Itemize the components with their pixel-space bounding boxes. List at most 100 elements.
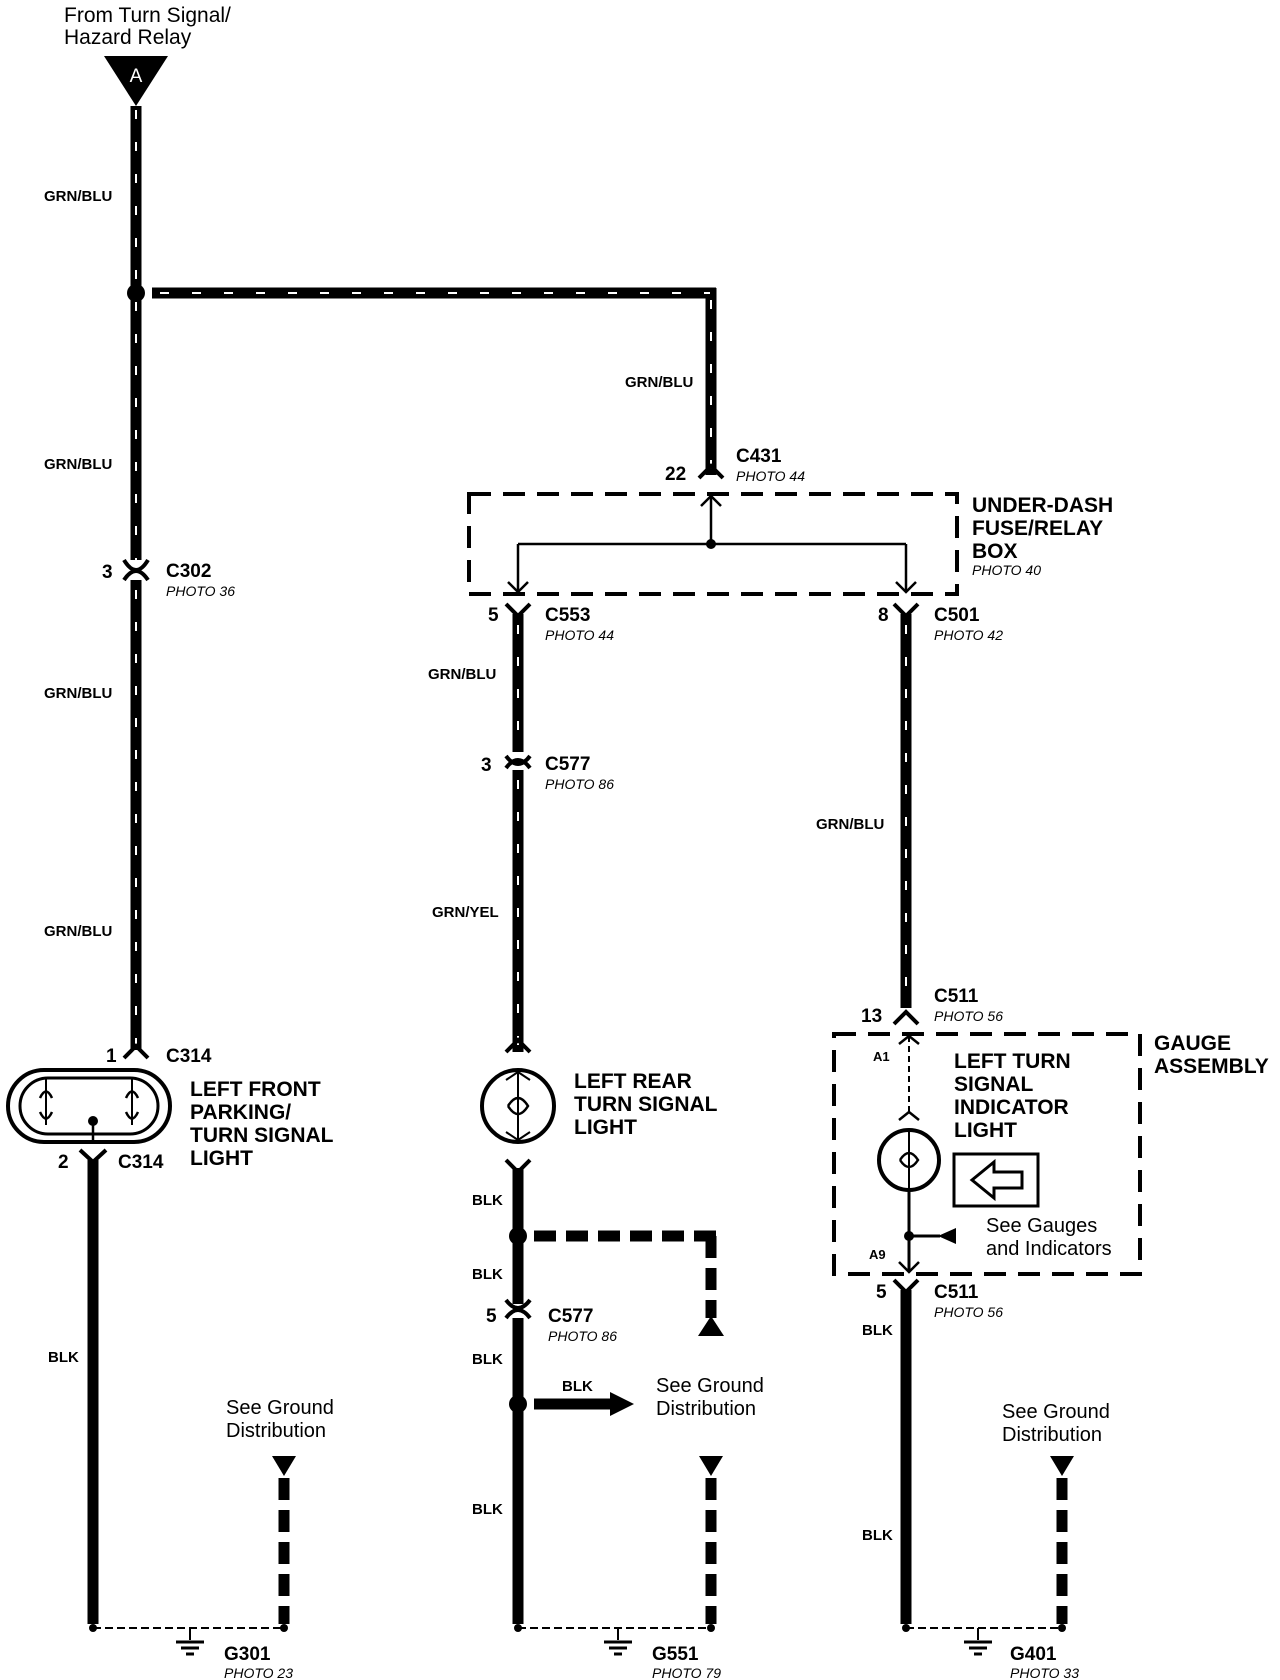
ground-g551-symbol — [514, 1624, 715, 1656]
connector-c577b-symbol-lower — [504, 1308, 532, 1320]
indicator-line4: LIGHT — [954, 1119, 1017, 1142]
c553-photo: PHOTO 44 — [545, 627, 614, 643]
source-marker-letter: A — [130, 66, 143, 87]
connector-c511-top-symbol — [892, 1009, 920, 1026]
wire-label-9: BLK — [48, 1349, 79, 1366]
wire-label-16: BLK — [862, 1527, 893, 1544]
c314b-name: C314 — [118, 1152, 164, 1173]
splice-middle-lower — [509, 1395, 527, 1413]
source-label-line1: From Turn Signal/ — [64, 4, 231, 27]
indicator-light-symbol — [877, 1128, 941, 1192]
c511b-pin: 5 — [876, 1282, 887, 1303]
connector-c314-top-symbol — [122, 1043, 150, 1060]
branch-upper-arrow — [698, 1316, 724, 1336]
front-light-line3: TURN SIGNAL — [190, 1124, 334, 1147]
c314a-pin: 1 — [106, 1046, 117, 1067]
c577a-pin: 3 — [481, 755, 492, 776]
fuse-box-outline — [467, 492, 959, 596]
ground-ref3-arrow — [1050, 1456, 1074, 1476]
rear-light-line3: LIGHT — [574, 1116, 637, 1139]
c577b-photo: PHOTO 86 — [548, 1328, 617, 1344]
c314b-pin: 2 — [58, 1152, 69, 1173]
splice-left — [127, 284, 145, 302]
wire-label-4: GRN/BLU — [44, 685, 112, 702]
fuse-box-line1: UNDER-DASH — [972, 494, 1113, 517]
c302-pin: 3 — [102, 562, 113, 583]
wire-label-11: BLK — [472, 1266, 503, 1283]
c431-pin: 22 — [665, 464, 686, 485]
wire-label-15: BLK — [862, 1322, 893, 1339]
wire-label-13: BLK — [562, 1378, 593, 1395]
c577a-photo: PHOTO 86 — [545, 776, 614, 792]
c511a-photo: PHOTO 56 — [934, 1008, 1003, 1024]
ground-g401-symbol — [902, 1624, 1066, 1656]
c501-photo: PHOTO 42 — [934, 627, 1003, 643]
ground-ref3-line1: See Ground — [1002, 1401, 1110, 1423]
wire-label-3: GRN/BLU — [625, 374, 693, 391]
ground-ref1-line1: See Ground — [226, 1397, 334, 1419]
c511b-name: C511 — [934, 1282, 979, 1303]
ground-ref1-line2: Distribution — [226, 1420, 326, 1442]
rear-light-top-connector — [504, 1037, 532, 1054]
indicator-line1: LEFT TURN — [954, 1050, 1071, 1073]
connector-c577a-symbol-lower — [504, 754, 532, 766]
rear-light-line2: TURN SIGNAL — [574, 1093, 718, 1116]
ground-ref3-line2: Distribution — [1002, 1424, 1102, 1446]
c577b-name: C577 — [548, 1306, 593, 1327]
source-triangle-marker — [104, 56, 168, 106]
connector-c431-symbol — [697, 463, 725, 480]
gauges-ref-line1: See Gauges — [986, 1215, 1097, 1237]
ground-ref2-arrow — [699, 1456, 723, 1476]
wire-label-5: GRN/BLU — [44, 923, 112, 940]
wire-middle-branch-upper — [534, 1230, 717, 1318]
rear-light-line1: LEFT REAR — [574, 1070, 692, 1093]
c553-name: C553 — [545, 605, 590, 626]
front-light-line4: LIGHT — [190, 1147, 253, 1170]
ground-ref2-line1: See Ground — [656, 1375, 764, 1397]
g401-name: G401 — [1010, 1644, 1057, 1665]
g551-photo: PHOTO 79 — [652, 1665, 721, 1680]
fuse-box-line2: FUSE/RELAY — [972, 517, 1103, 540]
c511a-pin: 13 — [861, 1006, 882, 1027]
wire-label-6: GRN/BLU — [428, 666, 496, 683]
c302-name: C302 — [166, 561, 211, 582]
source-label-line2: Hazard Relay — [64, 26, 192, 49]
wire-label-10: BLK — [472, 1192, 503, 1209]
branch-lower-arrow — [610, 1392, 634, 1416]
gauge-assembly-outline — [832, 1032, 1142, 1276]
c577b-pin: 5 — [486, 1306, 497, 1327]
left-arrow-icon — [952, 1152, 1040, 1208]
c501-pin: 8 — [878, 605, 889, 626]
ground-ref1-arrow — [272, 1456, 296, 1476]
c511b-photo: PHOTO 56 — [934, 1304, 1003, 1320]
c501-name: C501 — [934, 605, 980, 626]
front-light-line2: PARKING/ — [190, 1101, 291, 1124]
fuse-box-line3: BOX — [972, 540, 1018, 563]
connector-c302-symbol — [122, 558, 150, 572]
ground-g301-symbol — [89, 1624, 288, 1656]
c431-name: C431 — [736, 446, 782, 467]
front-light-line1: LEFT FRONT — [190, 1078, 321, 1101]
wire-label-1: GRN/BLU — [44, 188, 112, 205]
indicator-line3: INDICATOR — [954, 1096, 1069, 1119]
gauge-line2: ASSEMBLY — [1154, 1055, 1269, 1078]
c553-pin: 5 — [488, 605, 499, 626]
g301-photo: PHOTO 23 — [224, 1665, 293, 1680]
c577a-name: C577 — [545, 754, 590, 775]
fuse-box-photo: PHOTO 40 — [972, 562, 1041, 578]
gauge-reference-arrow — [938, 1228, 956, 1244]
g401-photo: PHOTO 33 — [1010, 1665, 1079, 1680]
gauges-ref-line2: and Indicators — [986, 1238, 1112, 1260]
c431-photo: PHOTO 44 — [736, 468, 805, 484]
connector-c302-symbol-lower — [122, 569, 150, 582]
gauge-pin-top: A1 — [873, 1049, 890, 1064]
wire-label-2: GRN/BLU — [44, 456, 112, 473]
wire-label-12: BLK — [472, 1351, 503, 1368]
wire-top-horizontal — [152, 287, 717, 475]
c302-photo: PHOTO 36 — [166, 583, 235, 599]
g301-name: G301 — [224, 1644, 271, 1665]
c511a-name: C511 — [934, 986, 979, 1007]
fuse-box-internal-wiring — [507, 494, 917, 594]
c314a-name: C314 — [166, 1046, 212, 1067]
